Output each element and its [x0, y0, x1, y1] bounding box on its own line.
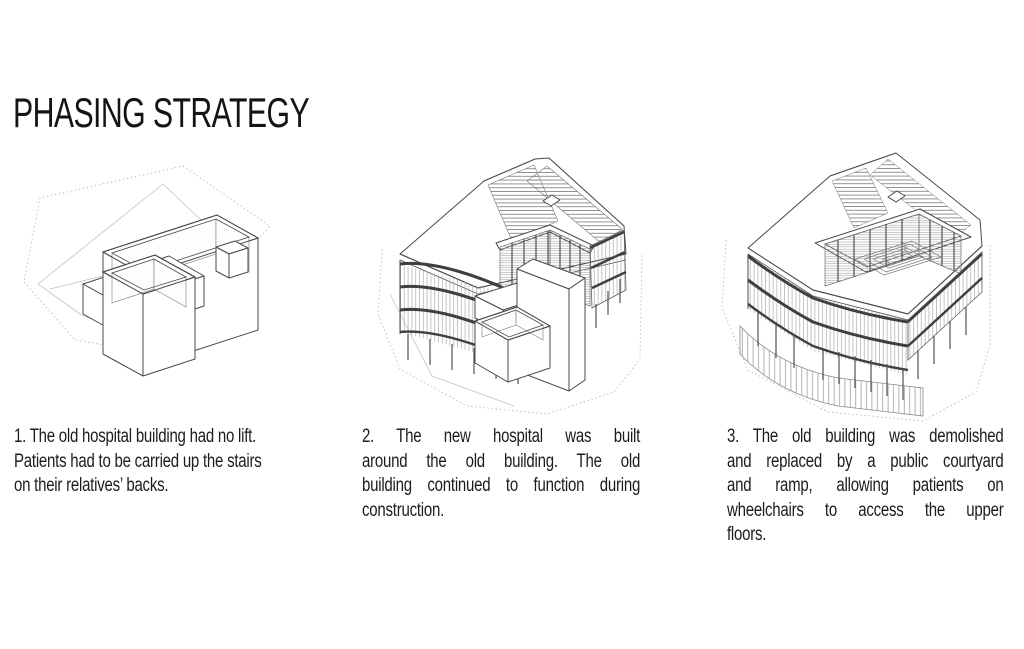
caption-line: 2. The new hospital was built	[362, 426, 641, 447]
caption-line: 1. The old hospital building had no lift…	[14, 426, 257, 447]
phasing-diagrams	[23, 152, 991, 422]
caption-line: wheelchairs to access the upper	[727, 499, 1004, 521]
caption-line: 3. The old building was demolished	[727, 426, 1004, 447]
phase-2-caption: 2. The new hospital was built around the…	[362, 425, 640, 523]
caption-line: and replaced by a public courtyard	[727, 450, 1004, 472]
phase-2-drawing	[377, 157, 643, 415]
phase-3-caption: 3. The old building was demolished and r…	[727, 425, 1004, 548]
page-title: PHASING STRATEGY	[13, 89, 310, 137]
phase-1-caption: 1. The old hospital building had no lift…	[14, 425, 309, 499]
caption-line: construction.	[362, 499, 445, 521]
caption-line: and ramp, allowing patients on	[727, 475, 1004, 496]
phase-3-drawing	[721, 152, 991, 422]
phase-1-drawing	[23, 165, 271, 377]
caption-line: around the old building. The old	[362, 450, 641, 472]
caption-line: floors.	[727, 524, 767, 545]
caption-line: Patients had to be carried up the stairs	[14, 450, 262, 472]
caption-line: building continued to function during	[362, 475, 641, 496]
caption-line: on their relatives’ backs.	[14, 475, 169, 496]
